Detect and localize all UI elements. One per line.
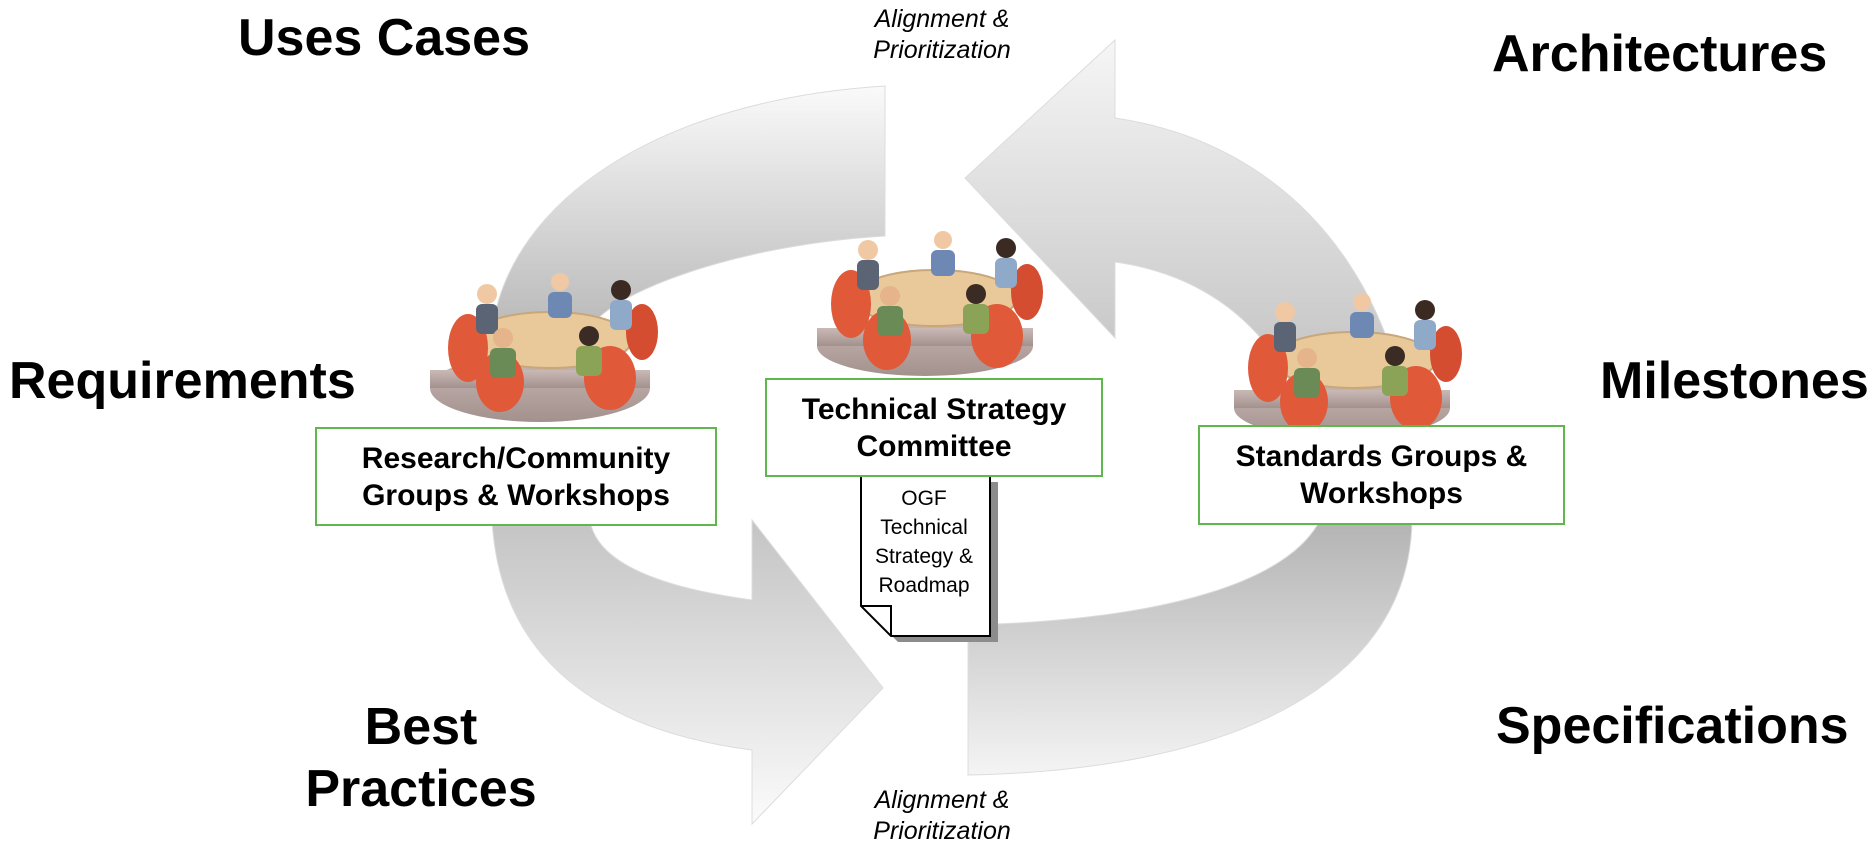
document-icon: [860, 475, 998, 642]
cycle-arrow-icon: [491, 518, 884, 826]
roadmap-document-line3: Strategy &: [874, 545, 974, 568]
label-best-practices-line2: Practices: [305, 760, 537, 819]
meeting-table-icon: [817, 231, 1043, 376]
label-use-cases: Uses Cases: [238, 9, 530, 67]
cycle-arrow-icon: [491, 85, 886, 331]
group-box-technical-strategy: Technical Strategy Committee: [765, 378, 1103, 477]
group-box-standards: Standards Groups & Workshops: [1198, 425, 1565, 525]
note-alignment-top-line2: Prioritization: [873, 36, 1011, 64]
note-alignment-bottom: Alignment & Prioritization: [822, 785, 1062, 847]
group-box-technical-strategy-line1: Technical Strategy: [801, 392, 1067, 426]
group-box-standards-line1: Standards Groups &: [1235, 440, 1528, 473]
group-box-technical-strategy-line2: Committee: [856, 429, 1012, 463]
note-alignment-bottom-line2: Prioritization: [873, 817, 1011, 845]
roadmap-document-line1: OGF: [901, 487, 947, 510]
label-requirements: Requirements: [9, 352, 356, 410]
note-alignment-top: Alignment & Prioritization: [822, 4, 1062, 66]
group-box-standards-line2: Workshops: [1300, 477, 1463, 510]
label-architectures: Architectures: [1492, 25, 1828, 83]
label-best-practices: Best Practices: [296, 696, 546, 821]
group-box-research-line1: Research/Community: [361, 441, 671, 475]
group-box-research-line2: Groups & Workshops: [362, 478, 670, 512]
roadmap-document-line2: Technical: [880, 516, 968, 539]
group-box-research: Research/Community Groups & Workshops: [315, 427, 717, 526]
meeting-table-icon: [430, 273, 658, 422]
meeting-table-icon: [1234, 293, 1462, 438]
label-best-practices-line1: Best: [364, 698, 478, 756]
roadmap-document-line4: Roadmap: [878, 574, 970, 597]
note-alignment-top-line1: Alignment &: [874, 5, 1010, 33]
label-specifications: Specifications: [1496, 697, 1849, 755]
label-milestones: Milestones: [1600, 352, 1869, 410]
cycle-arrow-icon: [967, 519, 1413, 776]
note-alignment-bottom-line1: Alignment &: [874, 786, 1010, 814]
roadmap-document-text: OGF Technical Strategy & Roadmap: [862, 484, 986, 600]
